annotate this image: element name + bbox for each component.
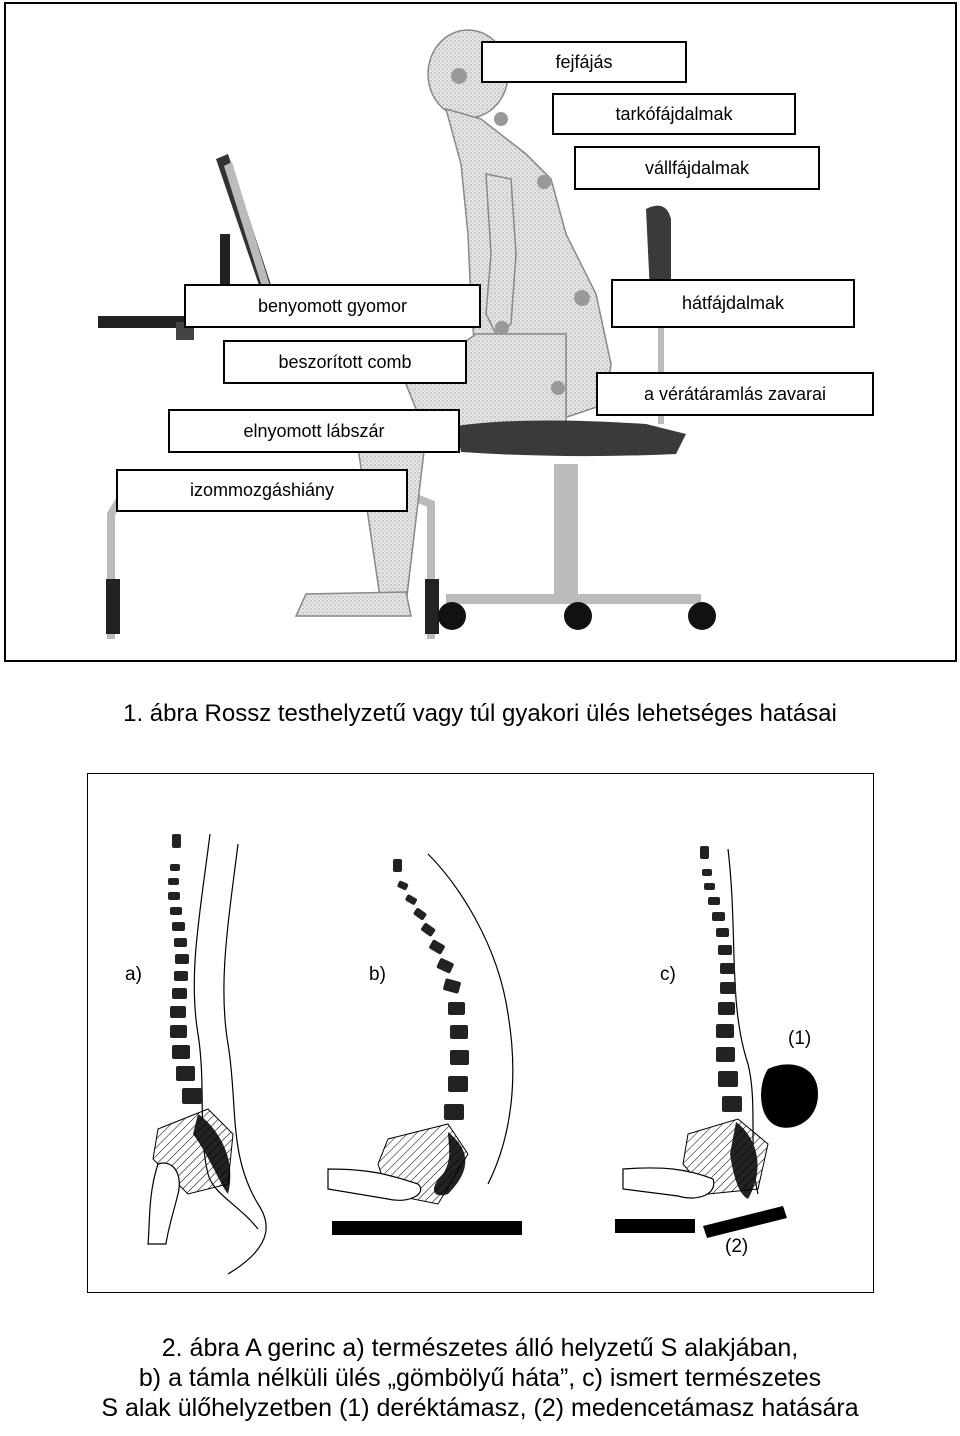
figure-2-caption-line-1: 2. ábra A gerinc a) természetes álló hel… (161, 1334, 799, 1362)
label-neck-pain: tarkófájdalmak (552, 93, 796, 135)
figure-2-frame: a) b) c) (1) (2) (87, 773, 874, 1293)
label-circulation-disorder: a vérátáramlás zavarai (596, 372, 874, 416)
label-pressed-stomach: benyomott gyomor (184, 284, 481, 328)
label-lack-of-muscle-movement: izommozgáshiány (116, 469, 408, 512)
label-b: b) (369, 964, 386, 985)
spine-c-supported (615, 846, 818, 1238)
spine-b-rounded-back (327, 853, 522, 1235)
spine-illustrations (147, 833, 818, 1275)
label-back-pain: hátfájdalmak (611, 279, 855, 328)
figure-2-caption-line-2: b) a támla nélküli ülés „gömbölyű háta”,… (138, 1364, 822, 1392)
figure-1-frame: fejfájás tarkófájdalmak vállfájdalmak be… (4, 2, 957, 662)
figure-2-caption: 2. ábra A gerinc a) természetes álló hel… (0, 1333, 960, 1423)
label-compressed-lower-leg: elnyomott lábszár (168, 409, 460, 453)
label-pinched-thigh: beszorított comb (223, 340, 467, 384)
label-headache: fejfájás (481, 41, 687, 83)
spine-a-standing (147, 833, 267, 1275)
label-a: a) (125, 964, 142, 985)
label-c: c) (660, 964, 676, 985)
label-shoulder-pain: vállfájdalmak (574, 146, 820, 190)
label-lumbar-support: (1) (788, 1028, 812, 1049)
computer-monitor (216, 154, 274, 324)
figure-2-caption-line-3: S alak ülőhelyzetben (1) deréktámasz, (2… (101, 1394, 859, 1422)
sitting-posture-illustration (98, 29, 716, 639)
figure-1-caption: 1. ábra Rossz testhelyzetű vagy túl gyak… (123, 700, 837, 727)
label-pelvic-support: (2) (725, 1236, 749, 1257)
